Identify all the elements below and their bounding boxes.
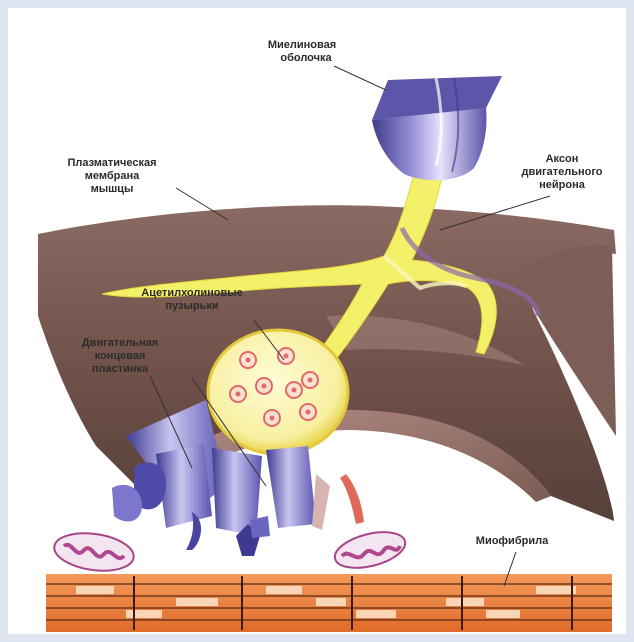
label-axon-line-2: двигательного: [522, 166, 603, 178]
label-myelin-line-2: оболочка: [280, 52, 332, 64]
label-endplate-line-3: пластинка: [92, 363, 149, 375]
label-motor-axon: Аксон двигательного нейрона: [522, 153, 603, 191]
label-vesicles-line-2: пузырьки: [165, 300, 218, 312]
label-myofibril: Миофибрила: [476, 535, 549, 547]
label-endplate-line-2: концевая: [95, 350, 146, 362]
label-plasma-line-3: мышцы: [91, 183, 134, 195]
label-plasma-membrane: Плазматическая мембрана мышцы: [67, 157, 156, 195]
label-plasma-line-2: мембрана: [85, 170, 140, 182]
label-axon-line-3: нейрона: [539, 179, 586, 191]
label-endplate-line-1: Двигательная: [82, 337, 159, 349]
label-myelin-sheath: Миелиновая оболочка: [268, 39, 336, 64]
neuromuscular-junction-diagram: Миелиновая оболочка Плазматическая мембр…: [16, 16, 634, 642]
label-plasma-line-1: Плазматическая: [67, 157, 156, 169]
label-myelin-line-1: Миелиновая: [268, 39, 336, 51]
myelin-sheath: [372, 76, 502, 180]
mitochondria: [52, 526, 409, 576]
label-vesicles-line-1: Ацетилхолиновые: [141, 287, 243, 299]
label-axon-line-1: Аксон: [546, 153, 579, 165]
myofibril-band: [46, 574, 612, 632]
